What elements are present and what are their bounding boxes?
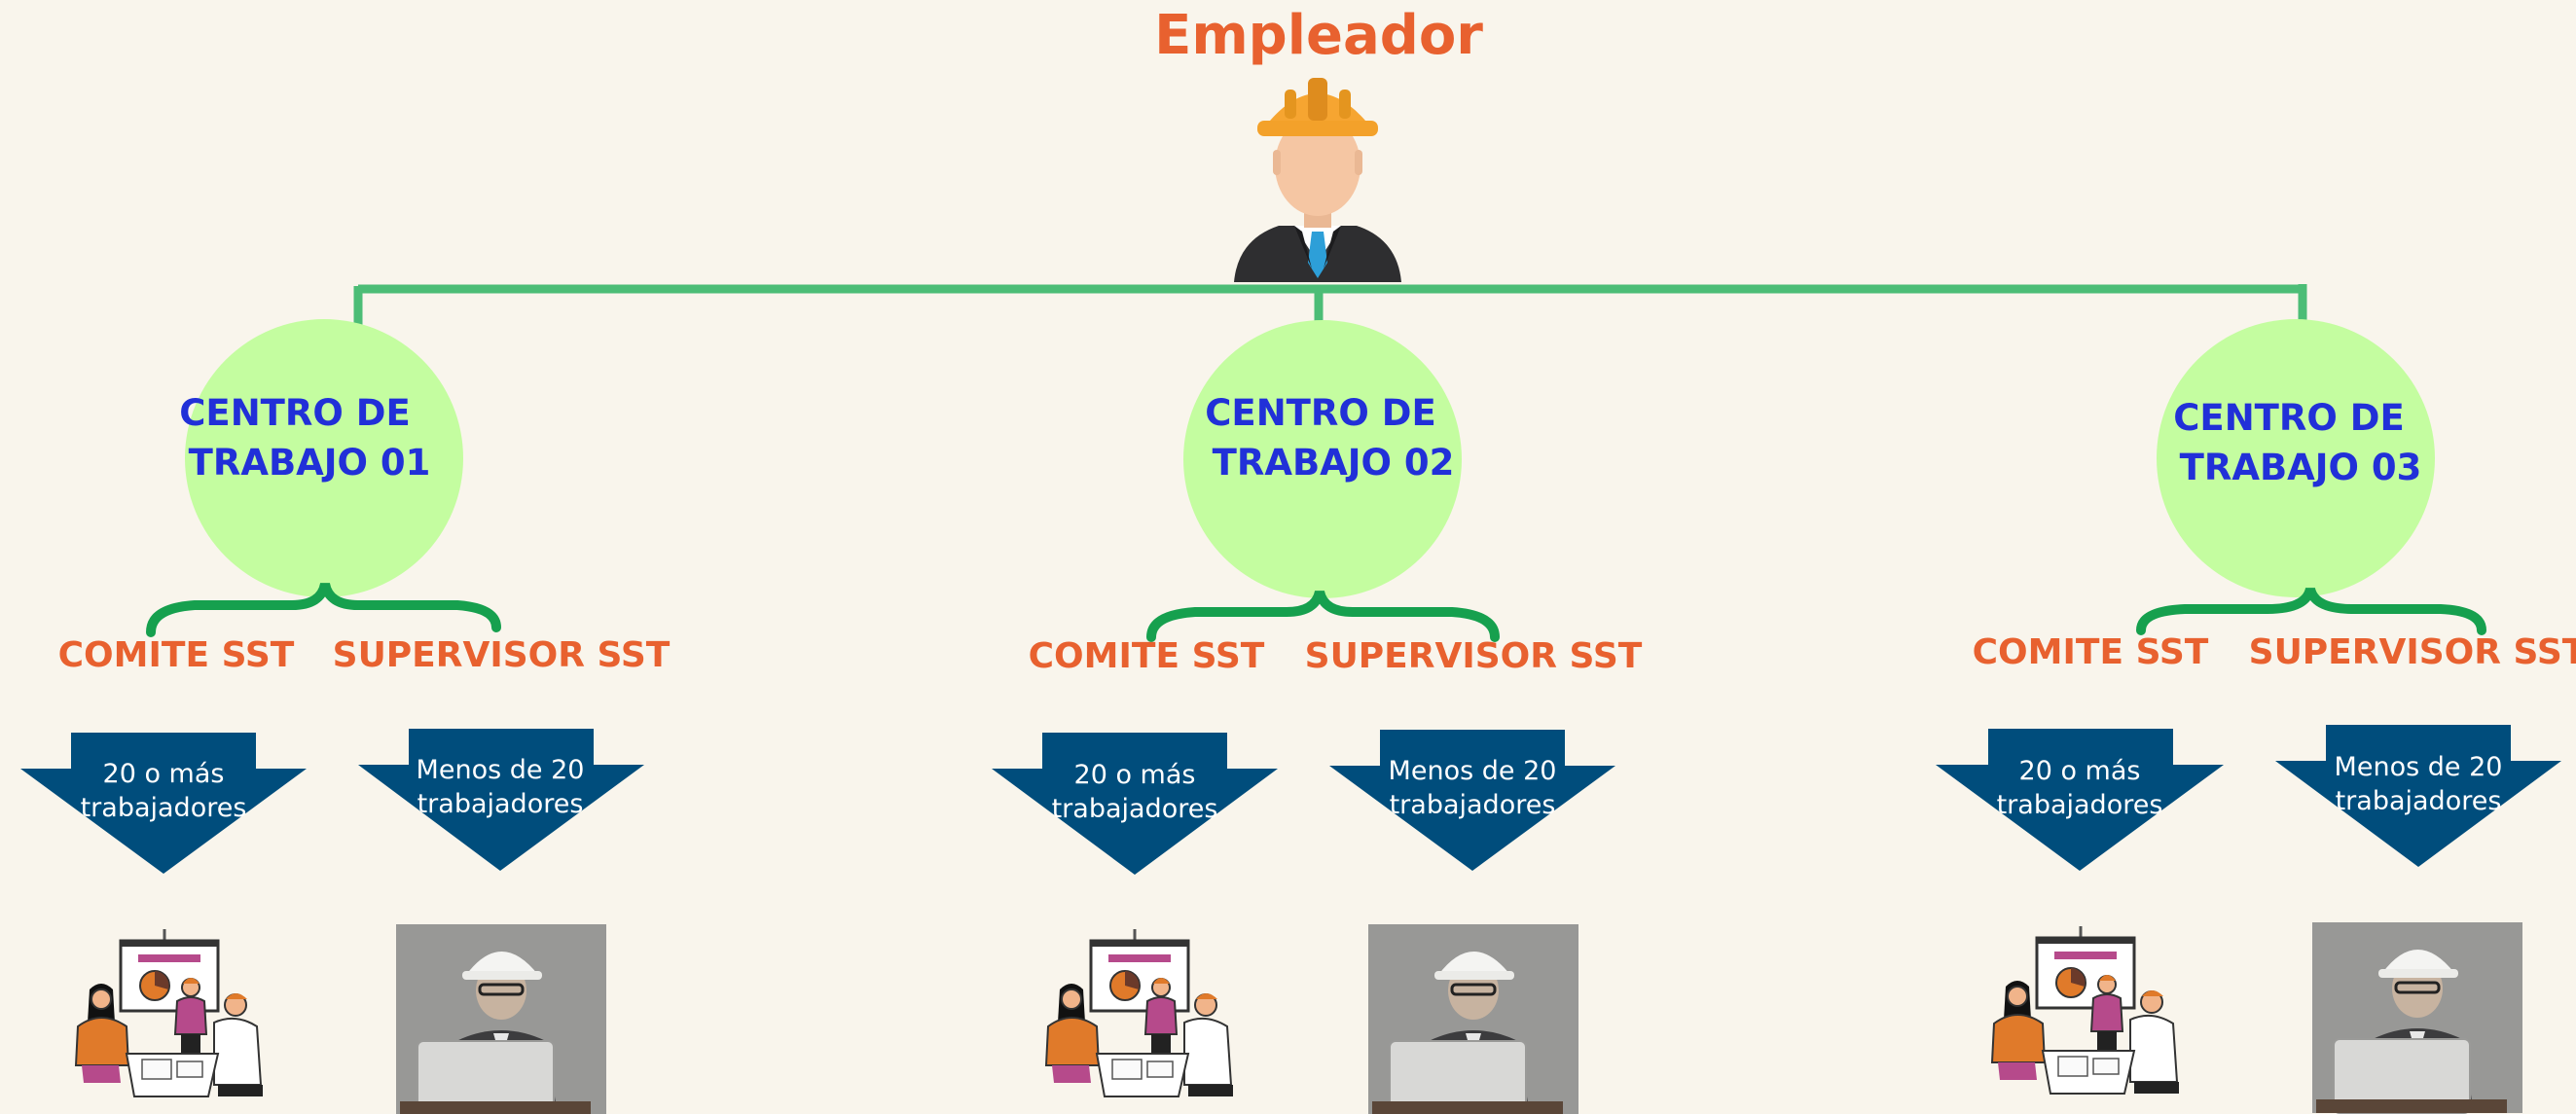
- center-label-line2: TRABAJO 03: [2180, 447, 2422, 488]
- brace-01: [146, 582, 501, 637]
- arrow-text-line2: trabajadores: [1052, 794, 1218, 824]
- meeting-illustration: [74, 927, 265, 1098]
- engineer-icon: [1234, 78, 1401, 282]
- arrow-text-line2: trabajadores: [1390, 790, 1556, 820]
- center-circle: [185, 319, 463, 597]
- arrow-text-line1: 20 o más: [103, 759, 225, 789]
- arrow-supervisor-01: Menos de 20 trabajadores: [358, 729, 644, 871]
- arrow-text-line1: Menos de 20: [1389, 756, 1557, 786]
- center-label-line2: TRABAJO 02: [1213, 442, 1455, 484]
- arrow-text-line2: trabajadores: [81, 793, 247, 823]
- role-label-supervisor: SUPERVISOR SST: [1305, 636, 1643, 676]
- supervisor-photo: [1366, 922, 1580, 1114]
- role-label-supervisor: SUPERVISOR SST: [333, 635, 671, 675]
- arrow-text-line1: 20 o más: [1074, 760, 1196, 790]
- arrow-text-line2: trabajadores: [2336, 786, 2502, 816]
- arrow-text-line1: Menos de 20: [2335, 752, 2503, 782]
- arrow-text-line1: 20 o más: [2019, 756, 2141, 786]
- supervisor-photo: [2310, 920, 2524, 1114]
- center-circle: [1183, 320, 1462, 598]
- center-label-line1: CENTRO DE: [1205, 392, 1435, 434]
- center-circle: [2157, 319, 2435, 597]
- role-label-comite: COMITE SST: [1029, 636, 1265, 676]
- arrow-supervisor-03: Menos de 20 trabajadores: [2275, 725, 2561, 867]
- meeting-illustration: [1990, 924, 2181, 1096]
- arrow-text-line2: trabajadores: [417, 789, 584, 819]
- brace-03: [2136, 587, 2486, 635]
- supervisor-photo: [394, 922, 608, 1114]
- center-label-line1: CENTRO DE: [179, 392, 410, 434]
- meeting-illustration: [1044, 927, 1235, 1098]
- center-node-01: CENTRO DE TRABAJO 01: [179, 319, 463, 597]
- center-label-line1: CENTRO DE: [2173, 397, 2404, 439]
- arrow-comite-02: 20 o más trabajadores: [992, 733, 1278, 875]
- role-label-comite: COMITE SST: [1973, 632, 2209, 672]
- arrow-comite-03: 20 o más trabajadores: [1936, 729, 2224, 871]
- role-label-comite: COMITE SST: [58, 635, 295, 675]
- arrow-comite-01: 20 o más trabajadores: [20, 733, 307, 874]
- center-node-03: CENTRO DE TRABAJO 03: [2157, 319, 2435, 597]
- center-node-02: CENTRO DE TRABAJO 02: [1183, 320, 1462, 598]
- brace-02: [1146, 590, 1500, 642]
- center-label-line2: TRABAJO 01: [189, 442, 431, 484]
- arrow-text-line2: trabajadores: [1997, 790, 2163, 820]
- connector-lines: [353, 284, 2307, 326]
- arrow-text-line1: Menos de 20: [417, 755, 585, 785]
- role-label-supervisor: SUPERVISOR SST: [2249, 632, 2576, 672]
- page-title: Empleador: [1154, 4, 1483, 67]
- arrow-supervisor-02: Menos de 20 trabajadores: [1329, 730, 1615, 871]
